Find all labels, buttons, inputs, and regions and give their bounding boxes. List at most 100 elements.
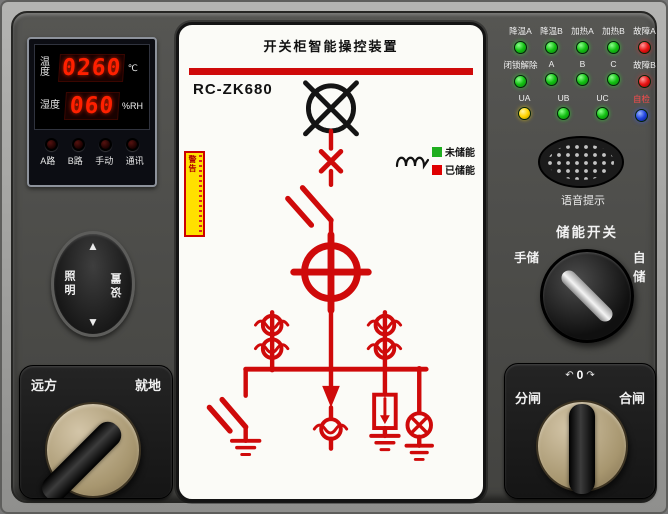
remote-local-switch-panel: 远方 就地 <box>19 365 173 499</box>
voice-prompt-label: 语音提示 <box>561 195 605 207</box>
open-close-switch-panel: ↶ 0 ↷ 分闸 合闸 <box>504 363 656 499</box>
nav-pad[interactable]: ▲ ▼ 照明 设置 <box>51 231 135 337</box>
temperature-unit: ℃ <box>127 62 138 73</box>
led-cell: 降温B <box>536 25 567 54</box>
comm-label: 通讯 <box>125 156 144 166</box>
indicator-led <box>596 107 609 120</box>
temp-humidity-display: 温度 0260 ℃ 湿度 060 %RH <box>34 44 150 130</box>
channel-b-label: B路 <box>67 156 83 166</box>
charge-switch-knob[interactable] <box>540 249 634 343</box>
led-cell: 故障B <box>629 59 660 88</box>
led-label: 降温A <box>509 26 532 36</box>
local-label: 就地 <box>134 378 161 393</box>
charged-label: 已储能 <box>445 166 475 177</box>
warning-sticker: 警告 <box>184 151 205 237</box>
light-button-label[interactable]: 照明 <box>63 270 75 298</box>
led-cell: 自检 <box>622 93 661 122</box>
humidity-value: 060 <box>64 92 120 120</box>
close-label: 合闸 <box>618 391 645 406</box>
manual-button[interactable] <box>99 138 112 151</box>
channel-a-label: A路 <box>40 156 56 166</box>
indicator-led <box>545 41 558 54</box>
channel-b-button[interactable] <box>72 138 85 151</box>
title-underline-bar <box>189 68 473 75</box>
open-close-knob-handle[interactable] <box>569 404 595 494</box>
led-label: 自检 <box>632 94 650 104</box>
led-cell: UC <box>583 93 622 122</box>
not-charged-label: 未储能 <box>445 148 475 159</box>
led-cell: B <box>567 59 598 88</box>
open-close-knob[interactable] <box>536 400 628 494</box>
spring-icon <box>395 156 429 170</box>
manual-label: 手动 <box>95 156 114 166</box>
indicator-led <box>557 107 570 120</box>
indicator-led <box>576 73 589 86</box>
rotation-marking: ↶ 0 ↷ <box>505 368 655 382</box>
led-label: UC <box>596 93 609 103</box>
led-cell: 加热B <box>598 25 629 54</box>
led-label: 加热A <box>571 26 594 36</box>
led-label: 故障A <box>633 26 656 36</box>
warning-sticker-lines <box>199 155 202 233</box>
led-cell: C <box>598 59 629 88</box>
led-cell: 降温A <box>505 25 536 54</box>
led-label: UA <box>518 93 531 103</box>
channel-a-button[interactable] <box>45 138 58 151</box>
led-cell: UA <box>505 93 544 122</box>
led-cell: A <box>536 59 567 88</box>
device-title: 开关柜智能操控装置 <box>263 39 399 54</box>
charge-switch-title: 储能开关 <box>556 225 618 240</box>
speaker-grille-icon <box>538 136 624 188</box>
led-cell: 故障A <box>629 25 660 54</box>
not-charged-color-swatch <box>432 146 442 157</box>
indicator-led <box>638 75 651 88</box>
led-label: 降温B <box>540 26 563 36</box>
zero-position-label: 0 <box>576 368 584 382</box>
settings-button-label[interactable]: 设置 <box>111 270 123 298</box>
open-label: 分闸 <box>515 391 542 406</box>
remote-local-knob[interactable] <box>37 402 141 498</box>
warning-sticker-text: 警告 <box>188 155 197 173</box>
led-label: B <box>579 59 586 69</box>
up-arrow-icon[interactable]: ▲ <box>87 239 99 253</box>
led-label: C <box>610 59 617 69</box>
led-label: 闭锁解除 <box>503 60 538 70</box>
indicator-led <box>545 73 558 86</box>
indicator-led <box>635 109 648 122</box>
remote-label: 远方 <box>31 378 58 393</box>
indicator-led <box>514 75 527 88</box>
remote-local-knob-handle[interactable] <box>37 416 127 498</box>
humidity-unit: %RH <box>122 101 144 111</box>
led-cell: 加热A <box>567 25 598 54</box>
led-indicator-panel: 降温A 降温B 加热A 加热B 故障A <box>503 25 661 127</box>
manual-charge-label: 手储 <box>514 251 540 265</box>
indicator-led <box>514 41 527 54</box>
rotate-right-arrow-icon: ↷ <box>586 369 595 381</box>
auto-charge-label: 自储 <box>633 251 646 284</box>
led-label: A <box>548 59 555 69</box>
charge-legend: 未储能 已储能 <box>395 144 475 177</box>
temperature-label: 温度 <box>40 56 50 78</box>
indicator-led <box>576 41 589 54</box>
charge-switch-knob-indicator <box>558 267 616 325</box>
temp-humidity-module: 温度 0260 ℃ 湿度 060 %RH A路 B路 手动 <box>27 37 157 187</box>
single-line-diagram <box>206 80 434 461</box>
indicator-led <box>607 41 620 54</box>
rotate-left-arrow-icon: ↶ <box>565 369 574 381</box>
indicator-led <box>518 107 531 120</box>
led-cell: UB <box>544 93 583 122</box>
charged-color-swatch <box>432 164 442 175</box>
led-cell: 闭锁解除 <box>503 59 538 88</box>
led-label: 加热B <box>602 26 625 36</box>
model-number: RC-ZK680 <box>193 81 273 98</box>
humidity-label: 湿度 <box>40 99 60 111</box>
comm-button[interactable] <box>126 138 139 151</box>
led-label: 故障B <box>633 60 656 70</box>
down-arrow-icon[interactable]: ▼ <box>87 315 99 329</box>
front-panel: 温度 0260 ℃ 湿度 060 %RH A路 B路 手动 <box>11 11 657 503</box>
mimic-panel: 开关柜智能操控装置 RC-ZK680 警告 未储能 <box>176 22 486 502</box>
indicator-led <box>638 41 651 54</box>
temperature-value: 0260 <box>58 54 126 82</box>
indicator-led <box>607 73 620 86</box>
